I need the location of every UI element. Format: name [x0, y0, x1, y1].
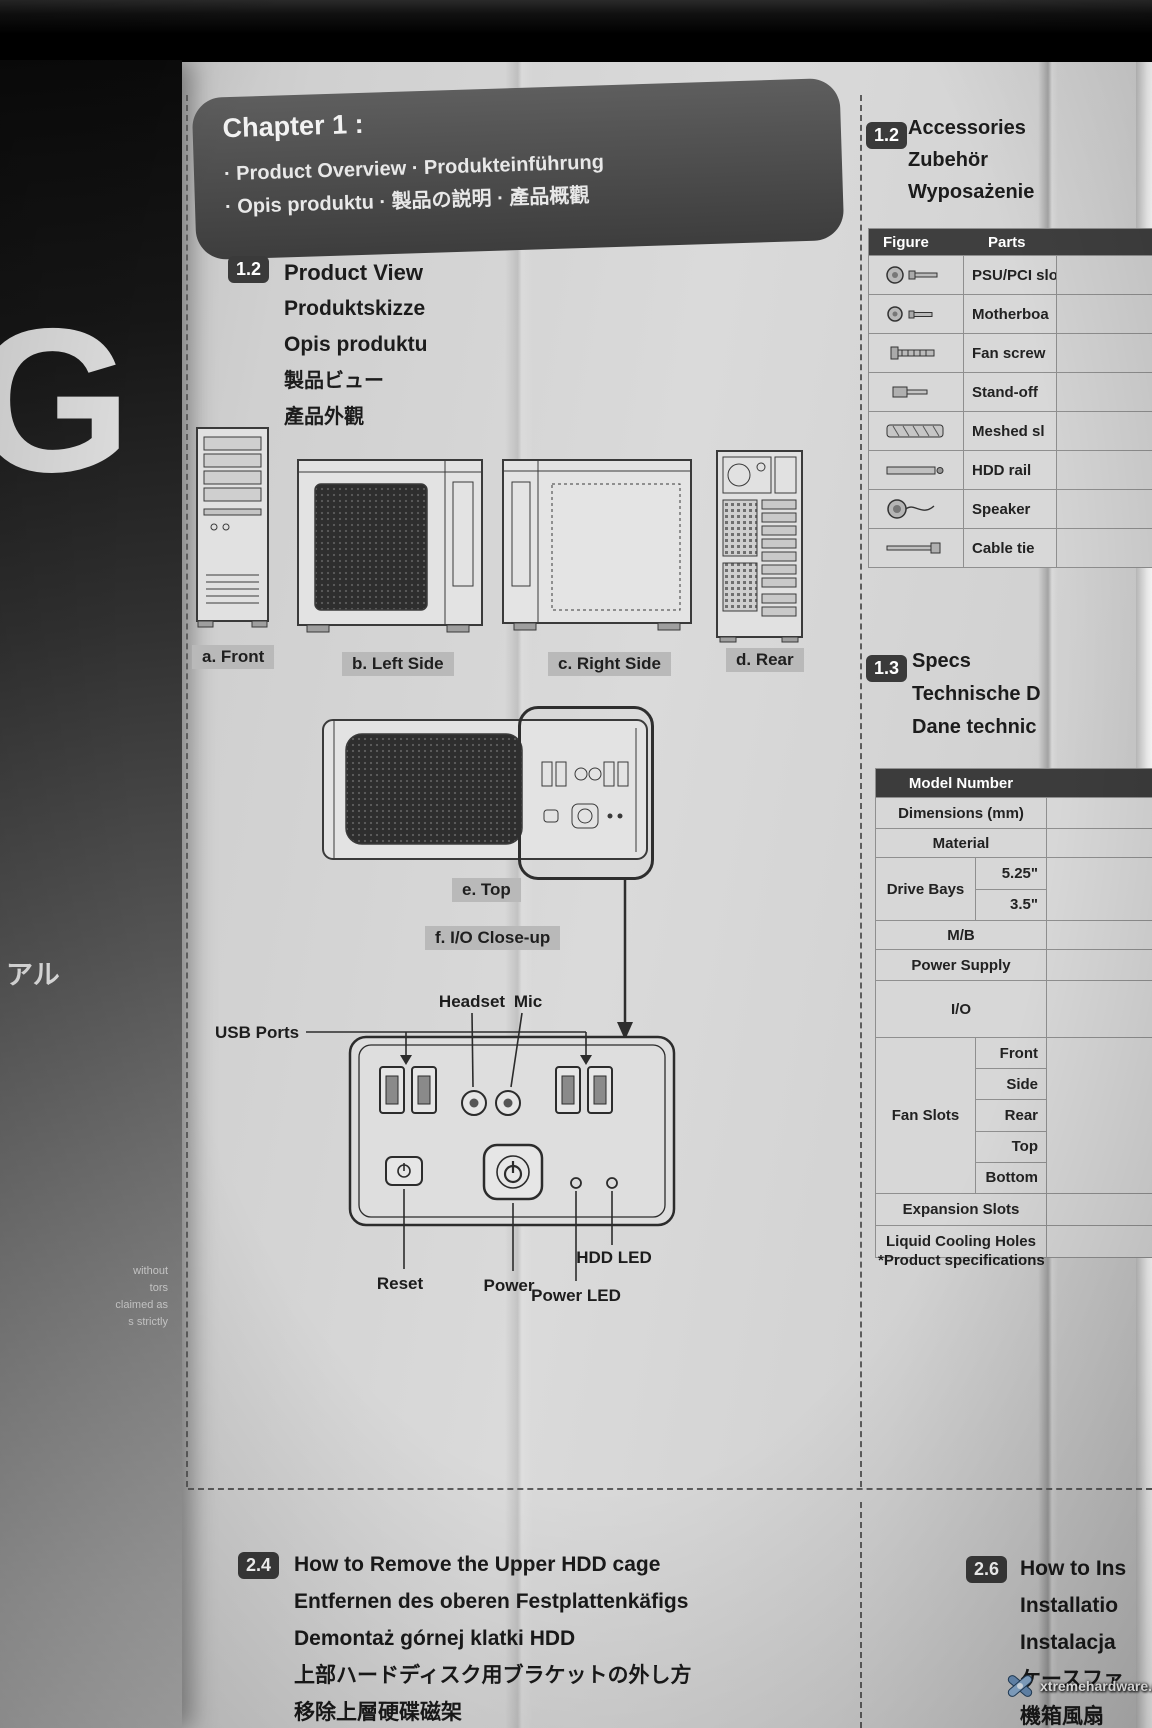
hdd-rail-icon	[886, 466, 944, 475]
section-badge-2-4: 2.4	[238, 1552, 280, 1579]
power-led-icon	[570, 1177, 582, 1189]
headset-jack-icon	[461, 1090, 487, 1116]
accessories-table-header: Figure Parts	[869, 229, 1152, 255]
label-right-side: c. Right Side	[548, 652, 671, 676]
motherboard-screws-icon	[887, 306, 933, 322]
hdd-led-label: HDD LED	[576, 1248, 652, 1267]
xtremehardware-logo-icon	[1007, 1675, 1033, 1697]
fan-screw-icon	[890, 346, 935, 360]
chapter-header: Chapter 1 : · Product Overview · Produkt…	[191, 77, 845, 261]
mic-label: Mic	[514, 992, 542, 1011]
specs-table-header: Model Number	[876, 769, 1152, 797]
mic-jack-icon	[495, 1090, 521, 1116]
spec-row: Power Supply	[876, 949, 1152, 980]
stand-off-icon	[892, 386, 928, 398]
power-label: Power	[483, 1276, 534, 1295]
section-badge-1-2: 1.2	[228, 256, 270, 283]
section-2-4-titles: How to Remove the Upper HDD cage Entfern…	[294, 1553, 692, 1724]
specs-titles: Specs Technische D Dane technic	[912, 650, 1041, 738]
fold-line-horizontal	[188, 1488, 1152, 1490]
chapter-title: Chapter 1 :	[222, 108, 365, 144]
specs-footnote: *Product specifications	[878, 1252, 1045, 1269]
io-callout-arrow	[617, 878, 633, 1040]
accessories-titles: Accessories Zubehör Wyposażenie	[908, 117, 1035, 203]
label-left-side: b. Left Side	[342, 652, 454, 676]
accessory-row: Speaker	[869, 489, 1152, 528]
case-rear-drawing	[716, 450, 803, 643]
spec-row: Material	[876, 828, 1152, 857]
io-callout-ring	[518, 706, 654, 880]
product-view-titles: Product View Produktskizze Opis produktu…	[284, 260, 428, 428]
spec-row: I/O	[876, 980, 1152, 1037]
io-closeup-figure: USB Ports Headset Mic Reset Power HDD LE…	[215, 992, 676, 1305]
section-badge-accessories: 1.2	[866, 122, 908, 149]
col-figure: Figure	[883, 233, 929, 251]
label-top: e. Top	[452, 878, 521, 902]
partial-jp-text: アル	[6, 960, 60, 990]
label-rear: d. Rear	[726, 648, 804, 672]
spec-row: Dimensions (mm)	[876, 797, 1152, 828]
leader-lines	[306, 1012, 613, 1281]
hdd-led-icon	[606, 1177, 618, 1189]
section-2-6-titles: How to Ins Installatio Instalacja ケースファ …	[1020, 1557, 1127, 1728]
fold-line-left	[186, 95, 188, 1487]
label-front: a. Front	[192, 645, 275, 669]
accessory-row: Cable tie	[869, 528, 1152, 567]
power-led-label: Power LED	[531, 1286, 621, 1305]
model-number-header: Model Number	[908, 774, 1014, 792]
usb-ports-label: USB Ports	[215, 1023, 299, 1042]
psu-pci-screws-icon	[886, 266, 938, 284]
case-left-side-drawing	[297, 459, 483, 633]
spec-row: Liquid Cooling Holes	[876, 1225, 1152, 1257]
section-badge-2-6: 2.6	[966, 1556, 1008, 1583]
speaker-icon	[887, 499, 935, 519]
photo-top-band	[0, 0, 1152, 62]
accessory-row: Meshed sl	[869, 411, 1152, 450]
accessory-row: Motherboa	[869, 294, 1152, 333]
accessories-table: Figure Parts PSU/PCI slo Motherboa Fan s…	[868, 228, 1152, 568]
accessory-row: HDD rail	[869, 450, 1152, 489]
case-front-drawing	[196, 427, 269, 628]
left-fold-panel: G アル without tors claimed as s strictly	[0, 60, 182, 1728]
partial-legal-text: without tors claimed as s strictly	[115, 1265, 168, 1328]
case-top-drawing	[322, 719, 648, 860]
accessory-row: Fan screw	[869, 333, 1152, 372]
fold-line-right	[860, 95, 862, 1487]
power-button-icon	[482, 1143, 544, 1201]
usb-port-icon	[555, 1066, 613, 1114]
label-io-closeup: f. I/O Close-up	[425, 926, 561, 950]
fold-line-right-lower	[860, 1502, 862, 1728]
watermark-text: xtremehardware.com	[1040, 1678, 1152, 1694]
usb-port-icon	[379, 1066, 437, 1114]
specs-column-divider	[1046, 797, 1047, 1257]
reset-button-icon	[385, 1156, 423, 1186]
accessory-row: Stand-off	[869, 372, 1152, 411]
cable-tie-icon	[886, 542, 941, 554]
partial-logo-letter: G	[0, 286, 131, 515]
spec-row: Expansion Slots	[876, 1193, 1152, 1225]
meshed-slot-icon	[886, 424, 944, 438]
specs-table: Model Number Dimensions (mm) Material Dr…	[875, 768, 1152, 1258]
spec-row-fan-slots: Fan Slots Front Side Rear Top Bottom	[876, 1037, 1152, 1193]
col-parts: Parts	[988, 233, 1026, 251]
case-right-side-drawing	[502, 459, 692, 631]
spec-row: M/B	[876, 920, 1152, 949]
spec-row-drive-bays: Drive Bays 5.25" 3.5"	[876, 857, 1152, 920]
accessory-row: PSU/PCI slo	[869, 255, 1152, 294]
section-badge-specs: 1.3	[866, 655, 908, 682]
headset-label: Headset	[439, 992, 505, 1011]
reset-label: Reset	[377, 1274, 424, 1293]
